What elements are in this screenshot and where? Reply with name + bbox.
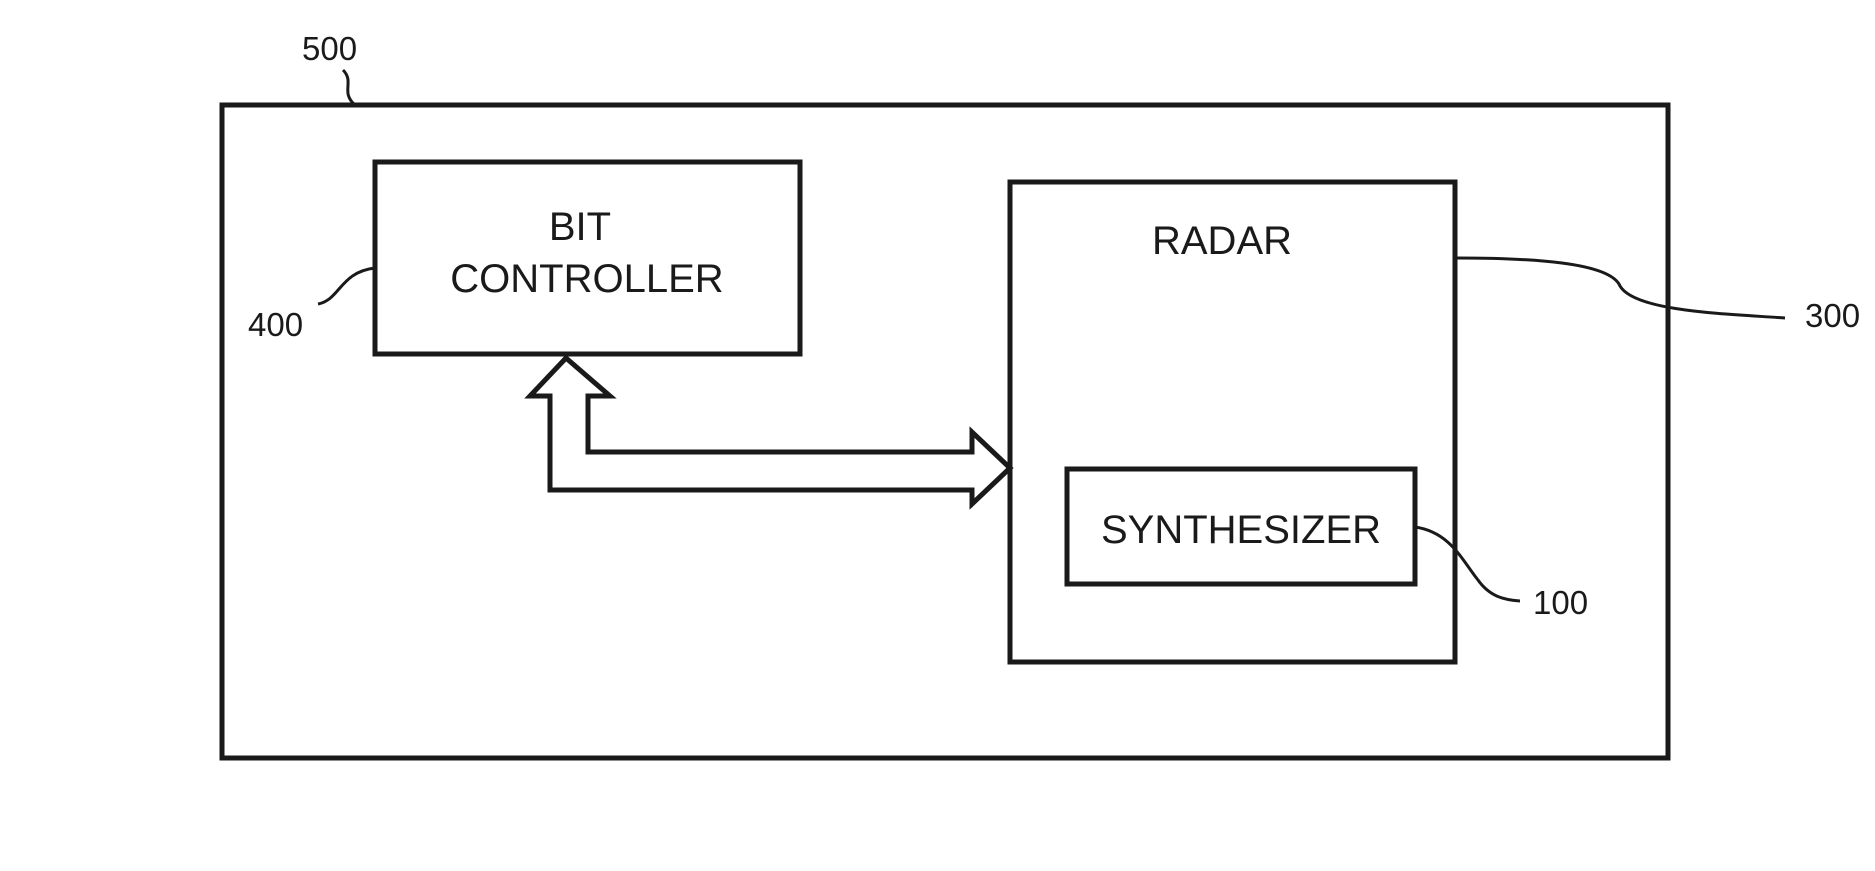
radar-ref-label: 300	[1805, 297, 1860, 334]
bit-controller-label-line1: BIT	[549, 205, 611, 249]
system-ref-label: 500	[302, 30, 357, 67]
bit-controller-ref-leader	[318, 268, 375, 304]
radar-ref-leader	[1455, 258, 1785, 318]
bit-radar-bidirectional-arrow	[530, 358, 1010, 504]
synthesizer-ref-label: 100	[1533, 584, 1588, 621]
bit-controller-ref-label: 400	[248, 306, 303, 343]
synthesizer-ref-leader	[1415, 527, 1520, 601]
radar-label: RADAR	[1152, 219, 1292, 263]
synthesizer-label: SYNTHESIZER	[1101, 508, 1381, 552]
bit-controller-label-line2: CONTROLLER	[450, 257, 723, 301]
system-ref-leader	[343, 70, 355, 105]
